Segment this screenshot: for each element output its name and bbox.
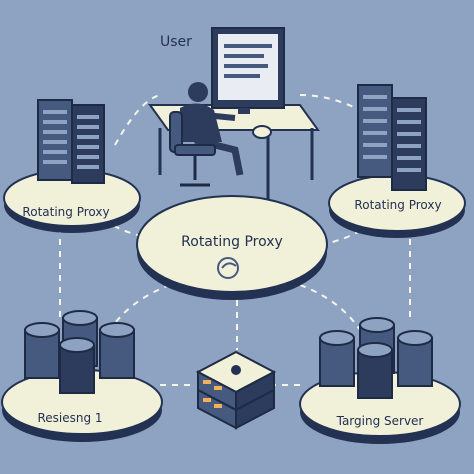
database-stack-icon — [24, 310, 135, 394]
monitor-icon — [211, 27, 285, 114]
user-workstation: User — [148, 27, 320, 208]
rotate-icon — [217, 257, 239, 279]
router-node — [195, 350, 277, 430]
platform-top — [136, 195, 328, 293]
database-node-left: Resiesng 1 — [1, 310, 163, 442]
target-server-label: Targing Server — [336, 414, 424, 428]
proxy-center-label: Rotating Proxy — [181, 234, 283, 250]
rack-server-icon — [37, 99, 105, 184]
proxy-node-right: Rotating Proxy — [328, 84, 466, 238]
rack-server-icon — [357, 84, 427, 191]
status-lights-icon — [203, 380, 222, 408]
user-label: User — [160, 34, 192, 50]
database-stack-icon — [319, 317, 433, 399]
connector-center-to-target — [299, 284, 361, 331]
connector-user-to-right — [299, 94, 361, 111]
connector-left-to-user — [114, 94, 161, 146]
proxy-right-label: Rotating Proxy — [354, 198, 441, 212]
proxy-node-center: Rotating Proxy — [136, 195, 328, 300]
node-dot-icon — [231, 365, 241, 375]
proxy-left-label: Rotating Proxy — [22, 205, 109, 219]
person-icon — [180, 82, 244, 176]
database-left-label: Resiesng 1 — [37, 411, 102, 425]
proxy-node-left: Rotating Proxy — [3, 99, 141, 233]
chair-icon — [169, 111, 216, 187]
connector-center-to-database — [109, 284, 171, 331]
server-stack-icon — [195, 350, 277, 430]
mouse-icon — [252, 125, 272, 139]
target-server-node: Targing Server — [299, 317, 461, 444]
